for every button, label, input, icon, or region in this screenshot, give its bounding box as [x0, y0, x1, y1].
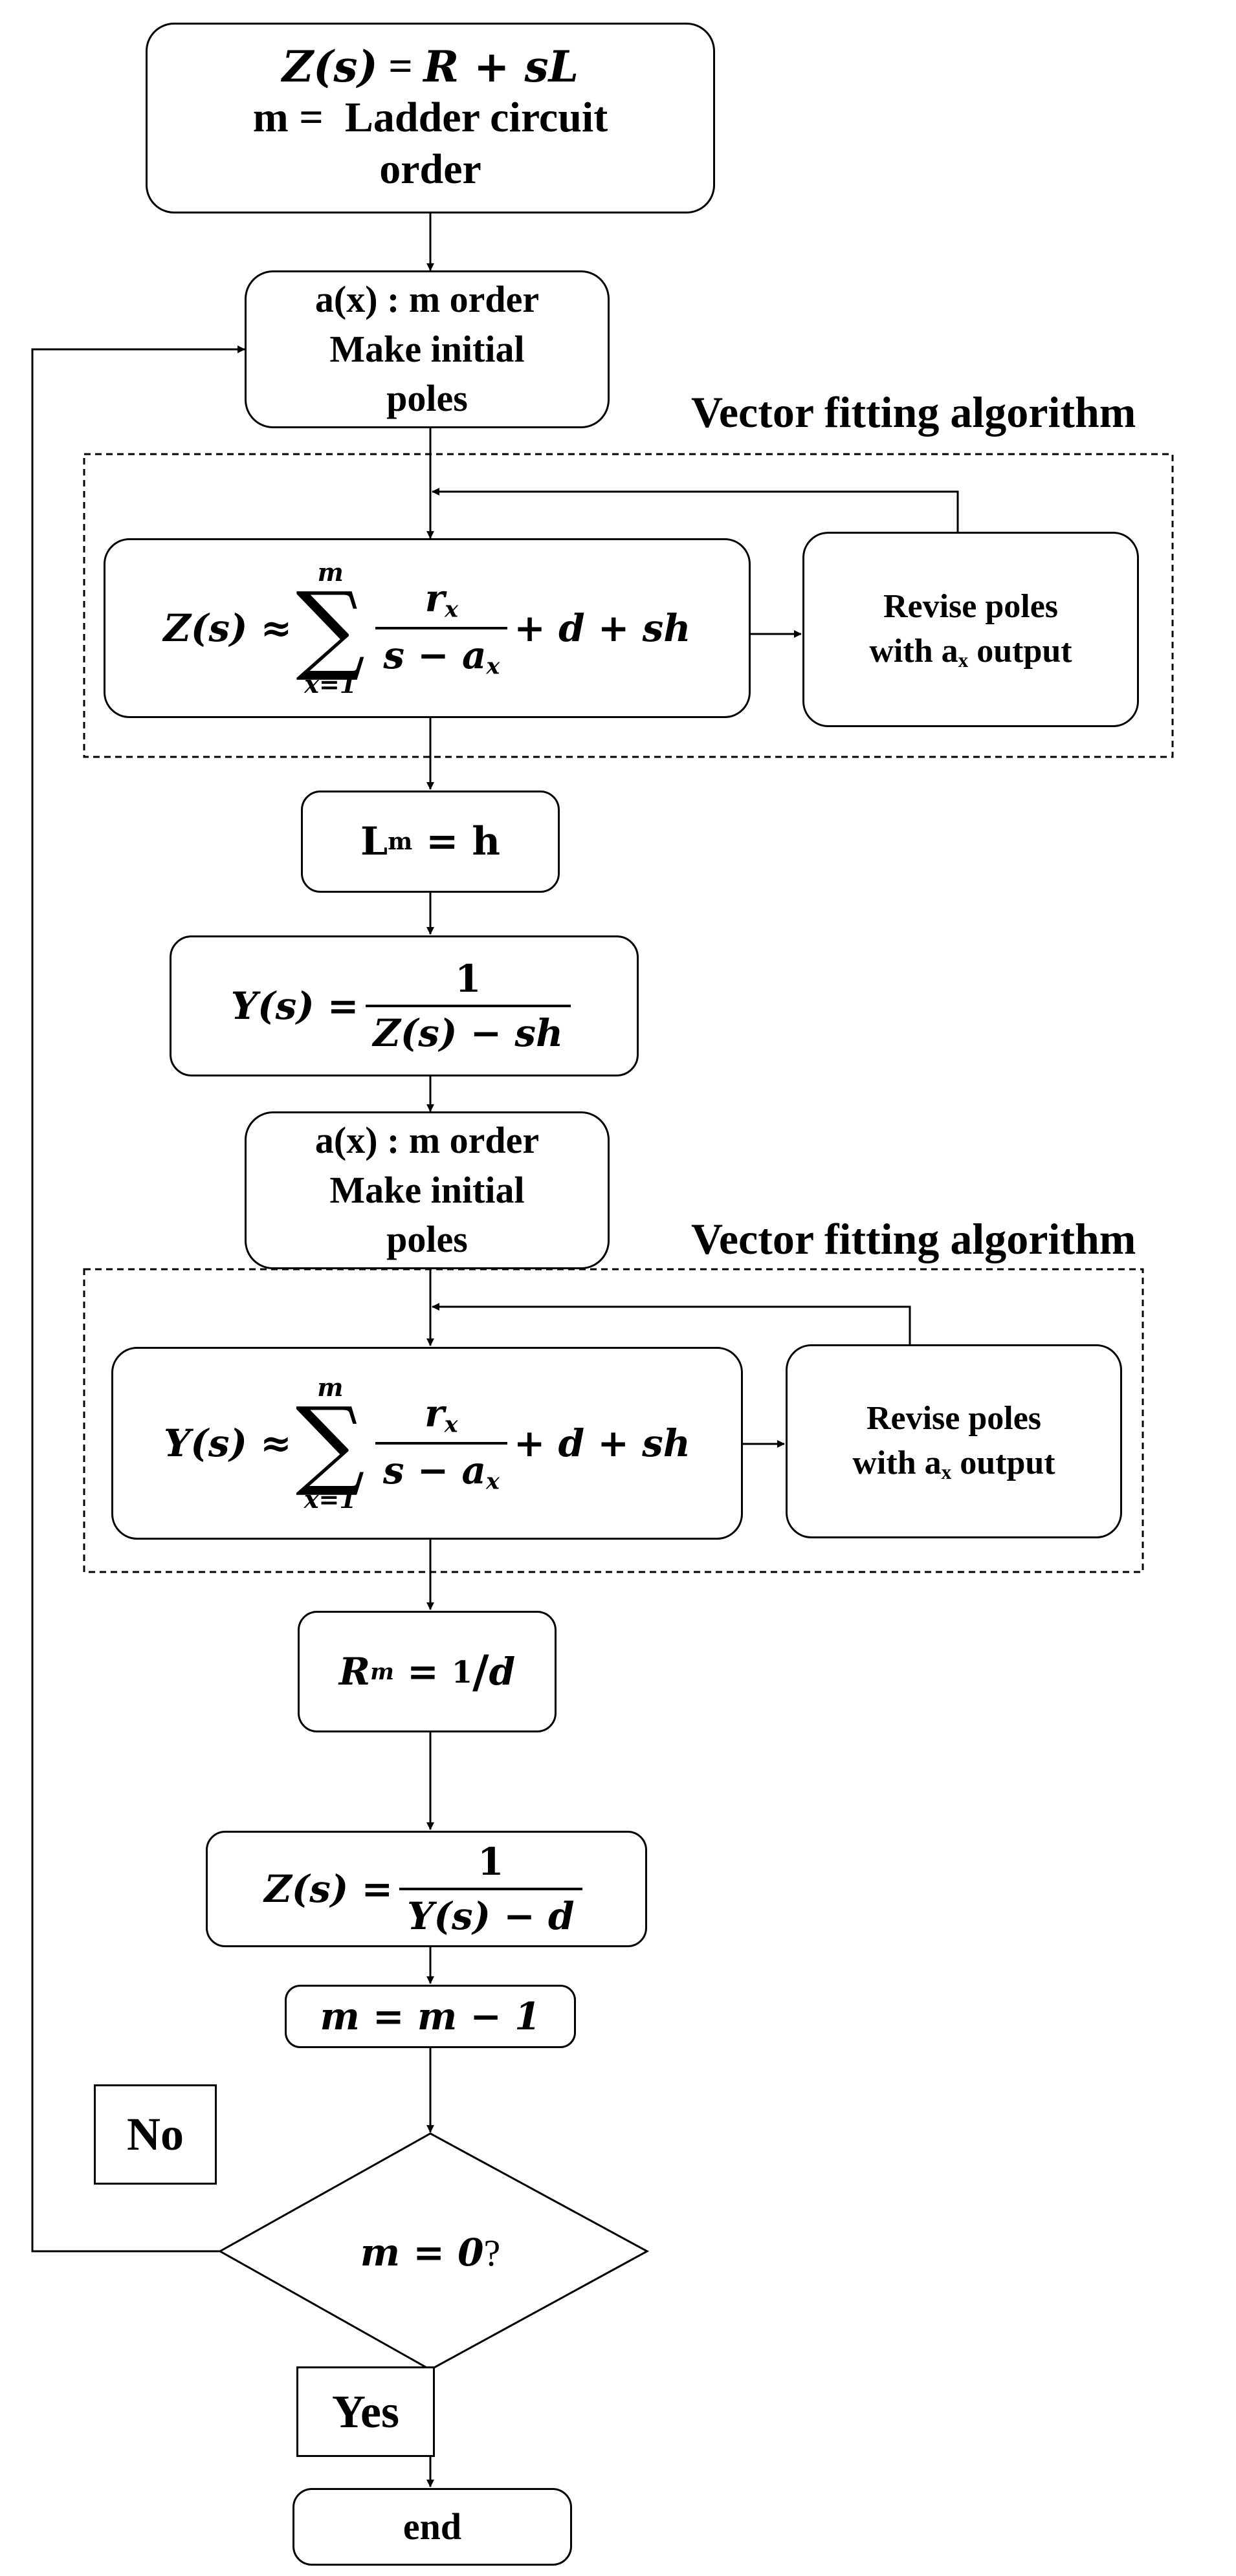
sum-symbol: m ∑ x=1 — [295, 1372, 365, 1514]
initial-poles-line-2: Make initial — [329, 1168, 525, 1211]
initial-poles-box-2: a(x) : m order Make initial poles — [245, 1111, 610, 1269]
initial-poles-line-3: poles — [386, 1218, 468, 1261]
initial-poles-box-1: a(x) : m order Make initial poles — [245, 270, 610, 428]
loop-revise2-to-fity — [432, 1303, 911, 1344]
arrow-no-loopback — [31, 345, 245, 2253]
start-box: Z(s) = R + sL m = Ladder circuit order — [146, 23, 715, 213]
end-text: end — [403, 2505, 462, 2548]
revise-poles-line-1: Revise poles — [866, 1400, 1042, 1437]
vector-fitting-label-1: Vector fitting algorithm — [691, 387, 1136, 437]
initial-poles-line-3: poles — [386, 377, 468, 420]
revise-poles-line-2: with ax output — [869, 633, 1072, 671]
no-label-text: No — [127, 2108, 184, 2160]
admittance-box: Y(s) = 1 Z(s) − sh — [170, 935, 639, 1076]
fit-y-fraction: rx s − ax — [375, 1392, 507, 1495]
fit-z-equation: Z(s) ≈ m ∑ x=1 rx s − ax + d + sh — [163, 557, 691, 699]
initial-poles-line-1: a(x) : m order — [315, 1119, 540, 1162]
vector-fitting-frame-2 — [83, 1268, 1144, 1573]
order-line: order — [379, 145, 481, 193]
decision-text: m = 0? — [360, 2231, 501, 2275]
vector-fitting-frame-1 — [83, 453, 1174, 758]
impedance-update-box: Z(s) = 1 Y(s) − d — [206, 1831, 647, 1947]
fit-y-equation: Y(s) ≈ m ∑ x=1 rx s − ax + d + sh — [164, 1372, 690, 1514]
impedance-equation: Z(s) = R + sL — [281, 41, 579, 93]
fit-y-box: Y(s) ≈ m ∑ x=1 rx s − ax + d + sh — [111, 1347, 743, 1540]
sum-symbol: m ∑ x=1 — [296, 557, 366, 699]
revise-poles-line-2: with ax output — [852, 1445, 1055, 1483]
decrement-box: m = m − 1 — [285, 1985, 576, 2048]
impedance-update-equation: Z(s) = 1 Y(s) − d — [264, 1840, 588, 1938]
decrement-equation: m = m − 1 — [320, 1994, 541, 2038]
vector-fitting-label-2: Vector fitting algorithm — [691, 1214, 1136, 1263]
loop-revise1-to-fitz — [432, 488, 959, 532]
admittance-equation: Y(s) = 1 Z(s) − sh — [231, 957, 577, 1055]
end-box: end — [292, 2488, 572, 2566]
fit-z-box: Z(s) ≈ m ∑ x=1 rx s − ax + d + sh — [104, 538, 751, 718]
yes-label-text: Yes — [332, 2385, 399, 2438]
fit-z-fraction: rx s − ax — [375, 576, 508, 680]
revise-poles-line-1: Revise poles — [883, 588, 1059, 626]
revise-poles-box-1: Revise poles with ax output — [802, 532, 1139, 727]
initial-poles-line-2: Make initial — [329, 327, 525, 370]
no-label: No — [94, 2084, 217, 2185]
initial-poles-line-1: a(x) : m order — [315, 278, 540, 321]
yes-label: Yes — [296, 2366, 435, 2457]
ladder-order-line: m = Ladder circuit — [252, 94, 608, 142]
revise-poles-box-2: Revise poles with ax output — [786, 1344, 1122, 1538]
